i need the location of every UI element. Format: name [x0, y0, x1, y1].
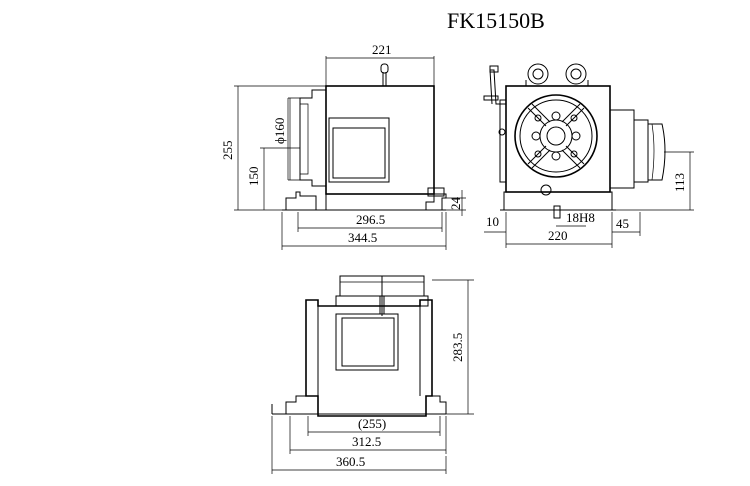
- dim-height-total: 255: [220, 141, 235, 161]
- dim-margin: 45: [616, 216, 629, 231]
- drawing-title: FK15150B: [447, 8, 545, 33]
- dim-center-height: 150: [246, 167, 261, 187]
- dim-inner-width: (255): [358, 416, 386, 431]
- dim-front-width: 220: [548, 228, 568, 243]
- dim-base-thk: 24: [448, 197, 463, 211]
- side-view: 221 255 150 ϕ160 296.5 344.5 24: [220, 42, 466, 250]
- dim-slot-offset: 10: [486, 214, 499, 229]
- top-view: 283.5 (255) 312.5 360.5: [271, 275, 474, 474]
- dim-width-top: 221: [372, 42, 392, 57]
- front-view: 18H8 220 10 45 113: [483, 63, 694, 248]
- dim-slot-width: 18H8: [566, 210, 595, 225]
- dim-width-mid: 296.5: [356, 212, 385, 227]
- dim-depth: 283.5: [450, 333, 465, 362]
- dim-mid-width: 312.5: [352, 434, 381, 449]
- dim-overall-width: 360.5: [336, 454, 365, 469]
- dim-bore-dia: ϕ160: [272, 118, 287, 144]
- dim-spindle-height: 113: [672, 173, 687, 192]
- dim-width-base: 344.5: [348, 230, 377, 245]
